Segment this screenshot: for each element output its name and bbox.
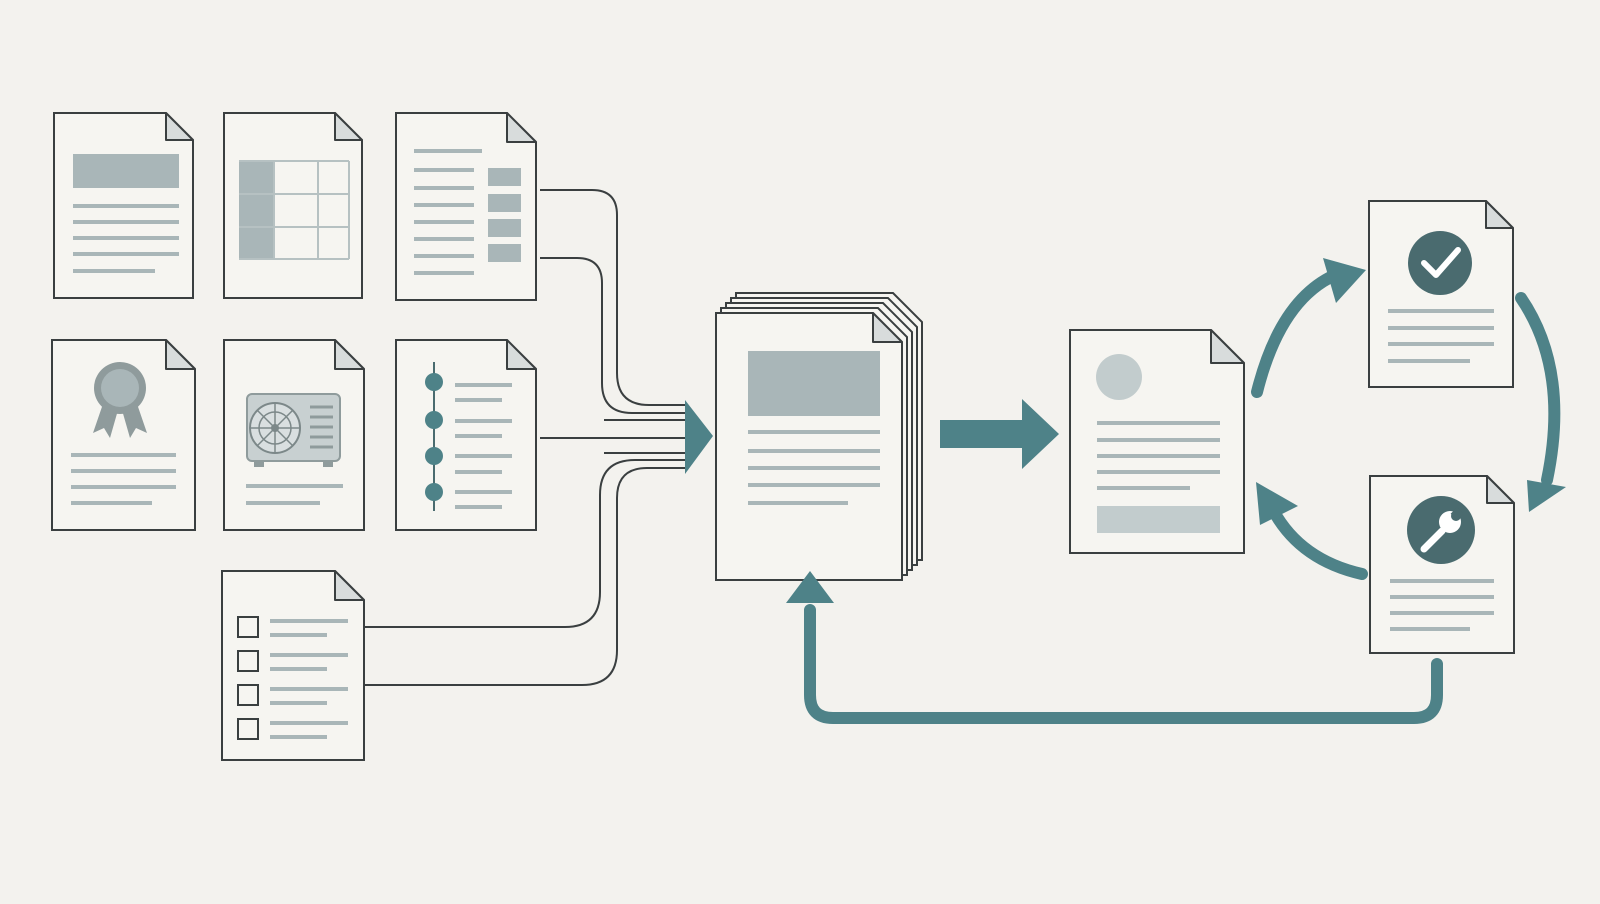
spreadsheet-document bbox=[223, 112, 363, 299]
merge-arrowhead bbox=[685, 400, 713, 474]
compiled-document-stack bbox=[715, 292, 923, 581]
profile-document bbox=[1069, 329, 1245, 554]
publish-arrow bbox=[940, 399, 1059, 469]
maintenance-document bbox=[1369, 475, 1515, 654]
checklist-document bbox=[221, 570, 365, 761]
profile-circle-icon bbox=[1096, 354, 1142, 400]
award-ribbon-icon bbox=[93, 362, 147, 438]
wrench-icon bbox=[1407, 496, 1475, 564]
review-cycle-arrows bbox=[1251, 258, 1566, 580]
equipment-datasheet-document bbox=[223, 339, 365, 531]
checkmark-icon bbox=[1408, 231, 1472, 295]
checkbox-icon bbox=[237, 616, 259, 740]
timeline-icon bbox=[425, 362, 443, 511]
source-connectors bbox=[364, 189, 713, 686]
report-document bbox=[53, 112, 194, 299]
air-conditioner-icon bbox=[246, 393, 341, 467]
spec-sheet-document bbox=[395, 112, 537, 301]
feedback-loop bbox=[786, 571, 1443, 724]
feedback-arrowhead bbox=[786, 571, 834, 603]
certificate-document bbox=[51, 339, 196, 531]
approved-document bbox=[1368, 200, 1514, 388]
timeline-document bbox=[395, 339, 537, 531]
